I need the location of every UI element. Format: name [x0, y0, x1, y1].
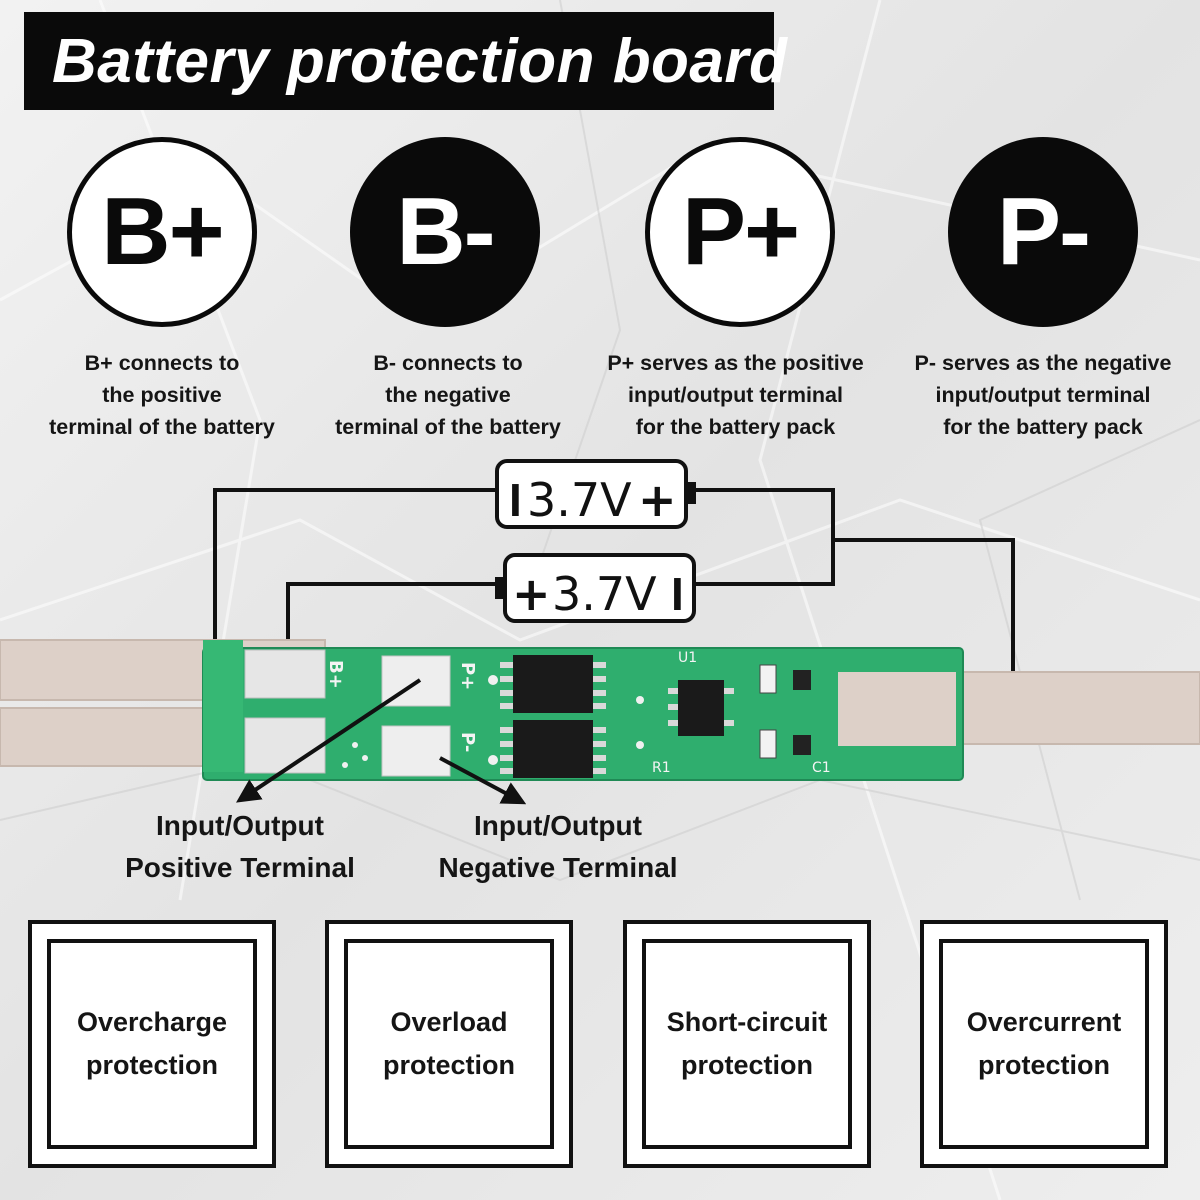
control-ic — [678, 680, 724, 736]
terminal-p-plus-description: P+ serves as the positive input/output t… — [583, 347, 888, 443]
protection-label-line: protection — [383, 1050, 515, 1080]
protection-pcb: B+ P+ P- U1 R1 C1 — [202, 640, 964, 781]
pcb-label-p-plus: P+ — [457, 662, 478, 690]
battery-cell-top: I 3.7V + — [495, 459, 696, 529]
pcb-label-b-plus: B+ — [325, 660, 346, 689]
page-title: Battery protection board — [52, 26, 788, 96]
protection-label-line: Overload — [390, 1007, 508, 1037]
wire-top-right — [690, 488, 835, 586]
io-label-line: Negative Terminal — [438, 852, 678, 883]
desc-line: the positive — [102, 383, 222, 407]
protection-label-line: protection — [978, 1050, 1110, 1080]
pcb-chip-label-1: U1 — [678, 650, 697, 666]
desc-line: for the battery pack — [635, 415, 836, 439]
mosfet-chip-1 — [513, 655, 593, 713]
terminal-b-minus-description: B- connects to the negative terminal of … — [298, 347, 598, 443]
io-negative-terminal-label: Input/Output Negative Terminal — [418, 805, 698, 889]
io-label-line: Input/Output — [474, 810, 642, 841]
overcurrent-protection-inner: Overcurrent protection — [939, 939, 1149, 1149]
io-label-line: Positive Terminal — [125, 852, 355, 883]
io-positive-terminal-label: Input/Output Positive Terminal — [100, 805, 380, 889]
overcharge-protection-inner: Overcharge protection — [47, 939, 257, 1149]
desc-line: for the battery pack — [943, 415, 1143, 439]
overcurrent-protection-box: Overcurrent protection — [920, 920, 1168, 1168]
wire-right — [833, 538, 1015, 718]
terminal-b-minus-icon: B- — [350, 137, 540, 327]
overload-protection-box: Overload protection — [325, 920, 573, 1168]
protection-label-line: protection — [681, 1050, 813, 1080]
desc-line: terminal of the battery — [335, 415, 561, 439]
pcb-chip-label-3: C1 — [812, 760, 831, 776]
battery-bottom-left-mark: + — [512, 567, 551, 621]
short-circuit-protection-inner: Short-circuit protection — [642, 939, 852, 1149]
arrow-negative-terminal — [439, 756, 527, 805]
battery-cell-bottom: + 3.7V I — [495, 553, 696, 623]
pcb-chip-label-2: R1 — [652, 760, 671, 776]
protection-label-line: Short-circuit — [666, 1007, 828, 1037]
desc-line: B- connects to — [373, 351, 523, 375]
protection-label-line: Overcurrent — [966, 1007, 1122, 1037]
short-circuit-protection-box: Short-circuit protection — [623, 920, 871, 1168]
terminal-b-plus-description: B+ connects to the positive terminal of … — [12, 347, 312, 443]
terminal-p-plus-icon: P+ — [645, 137, 835, 327]
title-banner: Battery protection board — [24, 12, 787, 110]
overload-protection-inner: Overload protection — [344, 939, 554, 1149]
pcb-label-p-minus: P- — [457, 732, 478, 752]
io-label-line: Input/Output — [156, 810, 324, 841]
desc-line: the negative — [385, 383, 511, 407]
battery-top-voltage: 3.7V — [527, 473, 632, 527]
terminal-b-plus-label: B+ — [101, 178, 224, 285]
battery-bottom-right-mark: I — [671, 568, 684, 620]
desc-line: input/output terminal — [628, 383, 843, 407]
terminal-p-minus-icon: P- — [948, 137, 1138, 327]
battery-top-left-mark: I — [509, 474, 522, 526]
terminal-b-minus-label: B- — [396, 178, 495, 285]
terminal-p-minus-label: P- — [997, 178, 1091, 285]
terminal-b-plus-icon: B+ — [67, 137, 257, 327]
overcharge-protection-box: Overcharge protection — [28, 920, 276, 1168]
desc-line: P+ serves as the positive — [607, 351, 864, 375]
terminal-p-plus-label: P+ — [681, 178, 800, 285]
battery-top-right-mark: + — [638, 473, 677, 527]
protection-label-line: protection — [86, 1050, 218, 1080]
desc-line: B+ connects to — [84, 351, 240, 375]
arrow-positive-terminal — [236, 678, 422, 803]
desc-line: P- serves as the negative — [914, 351, 1172, 375]
protection-label-line: Overcharge — [76, 1007, 228, 1037]
battery-bottom-voltage: 3.7V — [552, 567, 657, 621]
desc-line: input/output terminal — [935, 383, 1151, 407]
desc-line: terminal of the battery — [49, 415, 275, 439]
terminal-p-minus-description: P- serves as the negative input/output t… — [892, 347, 1194, 443]
mosfet-chip-2 — [513, 720, 593, 778]
